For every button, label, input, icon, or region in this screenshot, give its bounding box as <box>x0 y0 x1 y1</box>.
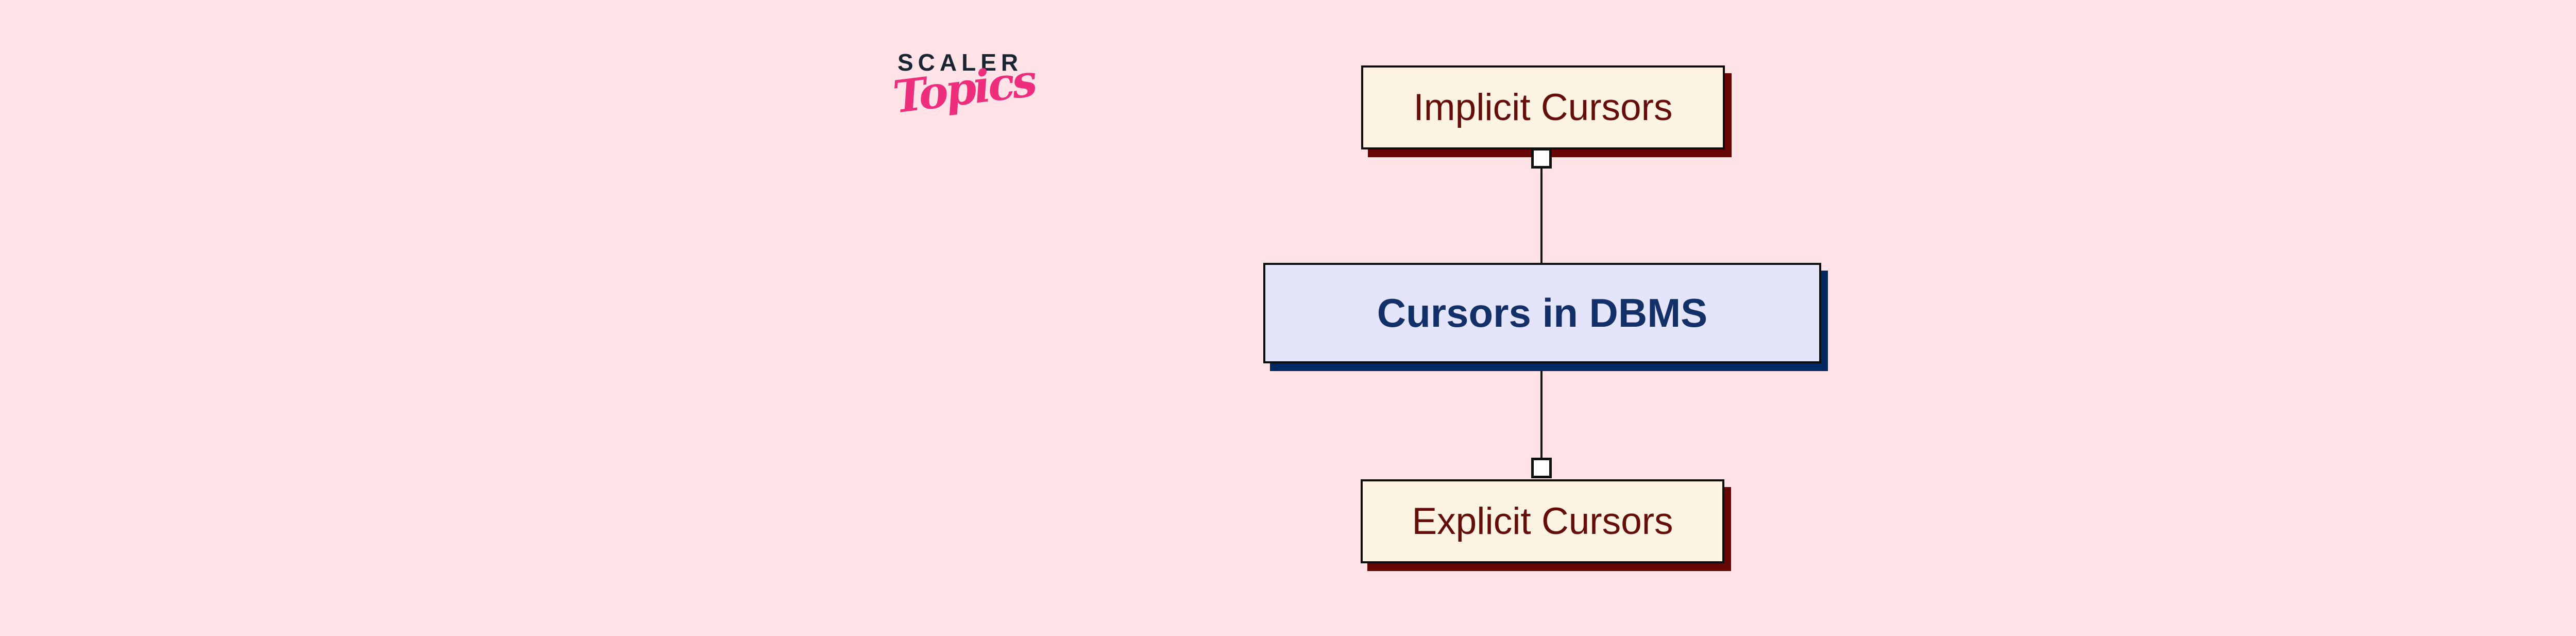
scaler-topics-logo: SCALER Topics <box>890 49 1037 124</box>
node-implicit-cursors: Implicit Cursors <box>1361 65 1725 149</box>
node-cursors-in-dbms-label: Cursors in DBMS <box>1377 290 1708 336</box>
node-explicit-cursors: Explicit Cursors <box>1361 479 1724 563</box>
node-explicit-cursors-label: Explicit Cursors <box>1412 500 1673 542</box>
logo-script-text: Topics <box>890 54 1038 124</box>
logo-brand-text: SCALER <box>897 49 1023 76</box>
node-implicit-cursors-label: Implicit Cursors <box>1413 87 1673 128</box>
connector-square-top <box>1531 148 1552 169</box>
connector-square-bottom <box>1531 458 1552 478</box>
node-cursors-in-dbms: Cursors in DBMS <box>1263 263 1821 363</box>
